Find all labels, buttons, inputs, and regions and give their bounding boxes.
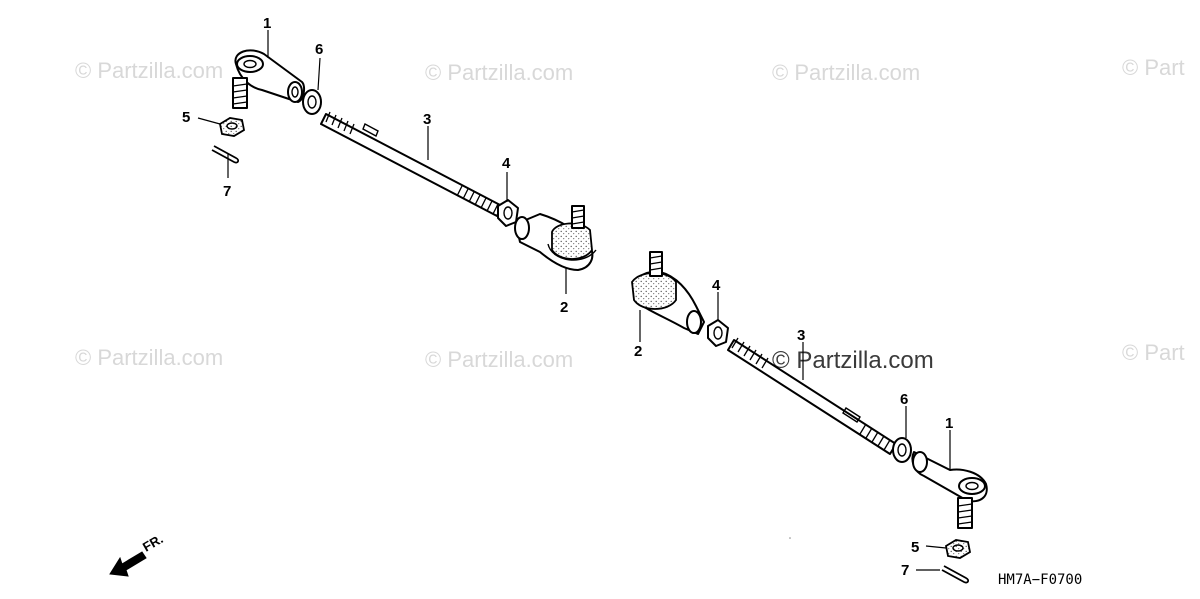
callout-labels: 1 6 5 7 3 4 2 4 2 3 6 1 5 7: [182, 15, 953, 579]
tie-rod-upper-threads-left: [325, 111, 355, 135]
callout-7: 7: [223, 183, 231, 200]
direction-label: FR.: [140, 531, 166, 554]
washer-lower: [892, 437, 912, 463]
arrow-icon: [109, 551, 147, 577]
callout-3: 3: [423, 111, 431, 128]
watermark: © Partzilla.com: [75, 58, 223, 83]
callout-7: 7: [901, 562, 909, 579]
watermark: © Partzilla.com: [425, 60, 573, 85]
front-direction-arrow: FR.: [109, 531, 166, 577]
diagram-code: HM7A−F0700: [998, 572, 1082, 588]
tie-rod-end-upper-right: [514, 205, 597, 271]
cotter-pin-lower: [941, 565, 970, 584]
tie-rod-lower: [727, 337, 897, 455]
tie-rod-end-lower-left: [631, 251, 705, 335]
castle-nut-upper: [218, 117, 246, 137]
callout-2: 2: [560, 299, 568, 316]
watermarks: © Partzilla.com © Partzilla.com © Partzi…: [75, 55, 1185, 374]
leader-lines: [197, 30, 951, 571]
callout-1: 1: [945, 415, 953, 432]
watermark: © Partzilla.com: [425, 347, 573, 372]
callout-5: 5: [911, 539, 919, 556]
callout-6: 6: [900, 391, 908, 408]
washer-upper: [302, 89, 322, 115]
callout-4: 4: [712, 277, 721, 294]
callout-3: 3: [797, 327, 805, 344]
tie-rod-lower-threads-left: [731, 337, 769, 369]
callout-4: 4: [502, 155, 511, 172]
lock-nut-lower: [707, 319, 729, 347]
upper-tie-rod-assembly: [211, 49, 597, 271]
cotter-pin-upper: [211, 145, 240, 164]
watermark-main: © Partzilla.com: [772, 347, 934, 374]
watermark: © Part: [1122, 55, 1185, 80]
lower-tie-rod-assembly: [631, 251, 988, 584]
castle-nut-lower: [944, 539, 972, 559]
callout-2: 2: [634, 343, 642, 360]
tie-rod-end-upper-left: [232, 49, 306, 109]
watermark: © Part: [1122, 340, 1185, 365]
tie-rod-upper-threads-right: [456, 185, 499, 215]
scan-speck: [789, 537, 791, 539]
tie-rod-upper: [320, 111, 503, 217]
callout-6: 6: [315, 41, 323, 58]
tie-rod-lower-threads-right: [859, 423, 891, 451]
callout-1: 1: [263, 15, 271, 32]
callout-5: 5: [182, 109, 190, 126]
tie-rod-end-lower-right: [911, 451, 988, 529]
watermark: © Partzilla.com: [75, 345, 223, 370]
watermark: © Partzilla.com: [772, 60, 920, 85]
